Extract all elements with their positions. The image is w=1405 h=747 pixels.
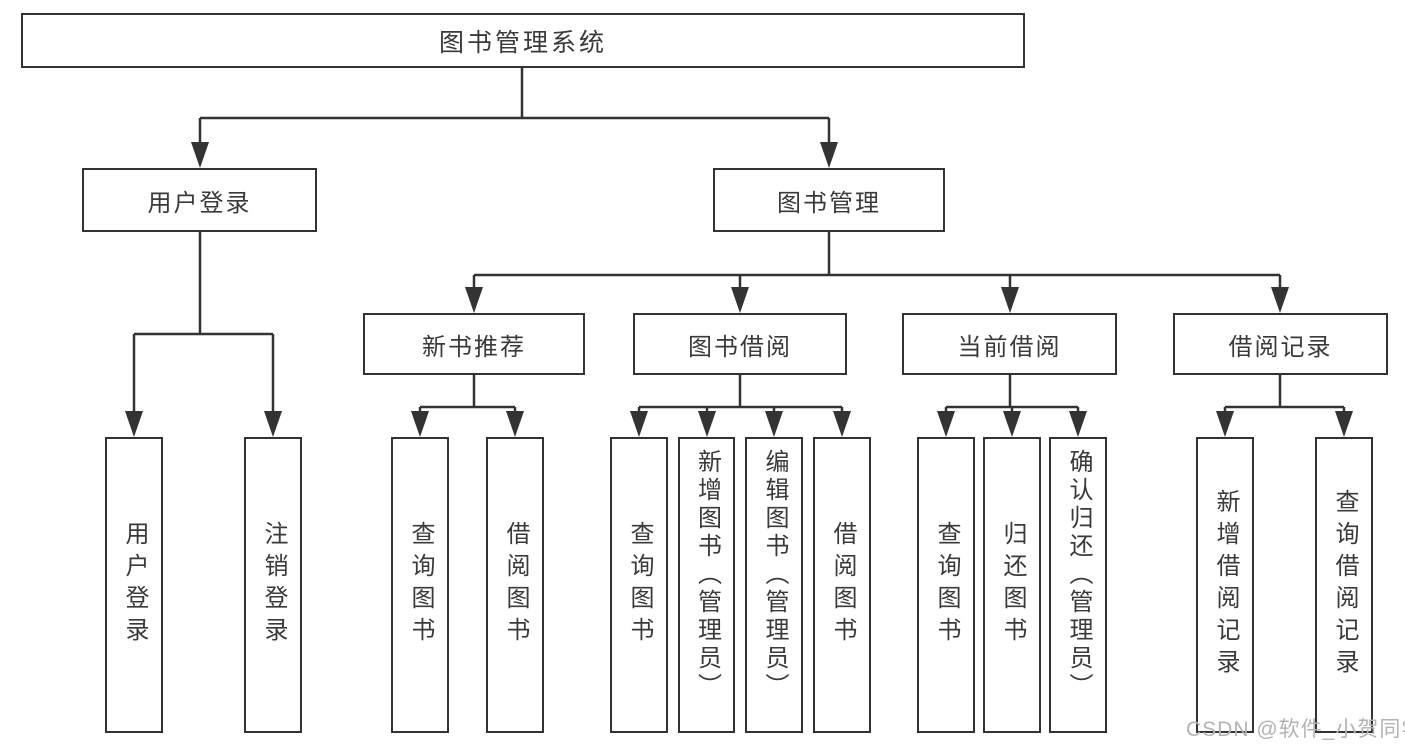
arrow-down-icon — [1271, 287, 1289, 313]
arrow-down-icon — [411, 411, 429, 437]
node-current-borrowing: 当前借阅 — [902, 313, 1117, 375]
leaf-return-books: 归还图书 — [983, 437, 1041, 733]
node-borrowing-records: 借阅记录 — [1173, 313, 1388, 375]
arrow-down-icon — [1003, 411, 1021, 437]
arrow-down-icon — [1069, 411, 1087, 437]
connector-book-borrow-to-leaves — [630, 375, 851, 437]
arrow-down-icon — [1335, 411, 1353, 437]
arrow-down-icon — [264, 411, 282, 437]
node-new-book-recommendation: 新书推荐 — [363, 313, 585, 375]
arrow-down-icon — [937, 411, 955, 437]
leaf-query-books-recommend: 查询图书 — [391, 437, 449, 733]
leaf-user-login: 用户登录 — [105, 437, 163, 733]
leaf-add-borrow-record: 新增借阅记录 — [1196, 437, 1254, 733]
arrow-down-icon — [1216, 411, 1234, 437]
leaf-edit-books-admin: 编辑图书（管理员） — [745, 437, 803, 733]
leaf-borrow-books-recommend: 借阅图书 — [486, 437, 544, 733]
arrow-down-icon — [465, 287, 483, 313]
arrow-down-icon — [698, 411, 716, 437]
arrow-down-icon — [731, 287, 749, 313]
leaf-query-books-borrowing: 查询图书 — [610, 437, 668, 733]
arrow-down-icon — [765, 411, 783, 437]
arrow-down-icon — [125, 411, 143, 437]
connector-root-to-level2 — [191, 68, 838, 168]
leaf-logout-login: 注销登录 — [244, 437, 302, 733]
node-library-management-system: 图书管理系统 — [21, 13, 1025, 68]
arrow-down-icon — [820, 142, 838, 168]
connector-current-borrow-to-leaves — [937, 375, 1087, 437]
arrow-down-icon — [630, 411, 648, 437]
arrow-down-icon — [833, 411, 851, 437]
leaf-query-books-current: 查询图书 — [917, 437, 975, 733]
connector-user-login-to-leaves — [125, 232, 282, 437]
node-user-login: 用户登录 — [82, 168, 317, 232]
connector-borrow-records-to-leaves — [1216, 375, 1353, 437]
watermark: CSDN @软件_小贺同学 — [1186, 718, 1405, 741]
leaf-confirm-return-admin: 确认归还（管理员） — [1049, 437, 1107, 733]
leaf-borrow-books-borrowing: 借阅图书 — [813, 437, 871, 733]
arrow-down-icon — [191, 142, 209, 168]
leaf-query-borrow-record: 查询借阅记录 — [1315, 437, 1373, 733]
connector-book-management-to-level3 — [465, 232, 1289, 313]
connector-new-book-to-leaves — [411, 375, 524, 437]
arrow-down-icon — [506, 411, 524, 437]
node-book-borrowing: 图书借阅 — [633, 313, 847, 375]
arrow-down-icon — [1001, 287, 1019, 313]
node-book-management: 图书管理 — [713, 168, 945, 232]
leaf-add-books-admin: 新增图书（管理员） — [678, 437, 735, 733]
